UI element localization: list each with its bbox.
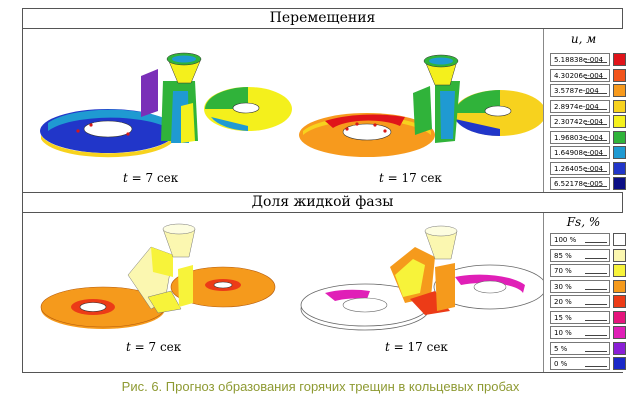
liquid-fraction-legend-swatch <box>613 357 626 370</box>
liquid-fraction-legend-swatch <box>613 233 626 246</box>
liquid-fraction-legend-label: 20 % <box>550 295 610 308</box>
model-displacement-t7 <box>40 52 292 158</box>
liquid-fraction-legend-label: 0 % <box>550 357 610 370</box>
displacement-legend-swatch <box>613 130 626 144</box>
liquid-fraction-legend-swatch <box>613 295 626 308</box>
time-label-bottom-left: t = 7 сек <box>126 340 182 354</box>
liquid-fraction-legend-label: 10 % <box>550 326 610 339</box>
model-liquid-fraction-t7 <box>40 223 276 329</box>
liquid-fraction-legend-swatch <box>613 279 626 293</box>
liquid-fraction-legend-swatch <box>613 310 626 324</box>
displacement-legend-swatch <box>613 99 626 113</box>
time-label-bottom-right: t = 17 сек <box>385 340 448 354</box>
liquid-fraction-legend-label: 100 % <box>550 233 610 246</box>
displacement-legend-label: 4.30206e-004 <box>550 68 610 82</box>
liquid-fraction-legend-label: 5 % <box>550 341 610 355</box>
displacement-legend-label: 5.18838e-004 <box>550 53 610 66</box>
figure-caption: Рис. 6. Прогноз образования горячих трещ… <box>121 379 520 394</box>
time-label-top-left: t = 7 сек <box>123 171 179 185</box>
displacement-legend-swatch <box>613 68 626 82</box>
liquid-fraction-legend-swatch <box>613 264 626 277</box>
displacement-legend-label: 3.5787e-004 <box>550 84 610 97</box>
displacement-legend-swatch <box>613 53 626 66</box>
legend-displacement: u, м 5.18838e-004 4.30206e-004 3.5787e-004… <box>543 29 626 192</box>
displacement-legend-swatch <box>613 146 626 159</box>
panel-title-liquid-fraction: Доля жидкой фазы <box>23 193 622 213</box>
liquid-fraction-legend-label: 70 % <box>550 264 610 277</box>
displacement-legend-label: 6.52178e-005 <box>550 177 610 190</box>
panel-divider <box>23 192 622 193</box>
liquid-fraction-legend-label: 30 % <box>550 279 610 293</box>
time-label-top-right: t = 17 сек <box>379 171 442 185</box>
model-liquid-fraction-t17 <box>300 225 547 331</box>
liquid-fraction-legend-label: 15 % <box>550 310 610 324</box>
panel-title-displacements: Перемещения <box>23 9 622 29</box>
displacement-legend-label: 1.64908e-004 <box>550 146 610 159</box>
figure-frame: Перемещения t = 7 сек <box>22 8 626 373</box>
displacement-legend-label: 1.26405e-004 <box>550 161 610 175</box>
legend-liquid-fraction: Fs, % 100 % 85 % 70 % 30 % 20 % 15 % 10 % 5 % 0 … <box>543 213 626 372</box>
liquid-fraction-legend-swatch <box>613 326 626 339</box>
displacement-legend-swatch <box>613 161 626 175</box>
displacement-legend-swatch <box>613 84 626 97</box>
legend-title-displacement: u, м <box>570 32 597 46</box>
liquid-fraction-legend-label: 85 % <box>550 248 610 262</box>
displacement-legend-label: 2.8974e-004 <box>550 99 610 113</box>
displacement-legend-swatch <box>613 177 626 190</box>
model-displacement-t17 <box>299 54 546 157</box>
displacement-legend-swatch <box>613 115 626 128</box>
liquid-fraction-legend-swatch <box>613 341 626 355</box>
liquid-fraction-legend-swatch <box>613 248 626 262</box>
displacement-legend-label: 2.30742e-004 <box>550 115 610 128</box>
displacement-legend-label: 1.96803e-004 <box>550 130 610 144</box>
legend-title-liquid-fraction: Fs, % <box>566 215 601 229</box>
